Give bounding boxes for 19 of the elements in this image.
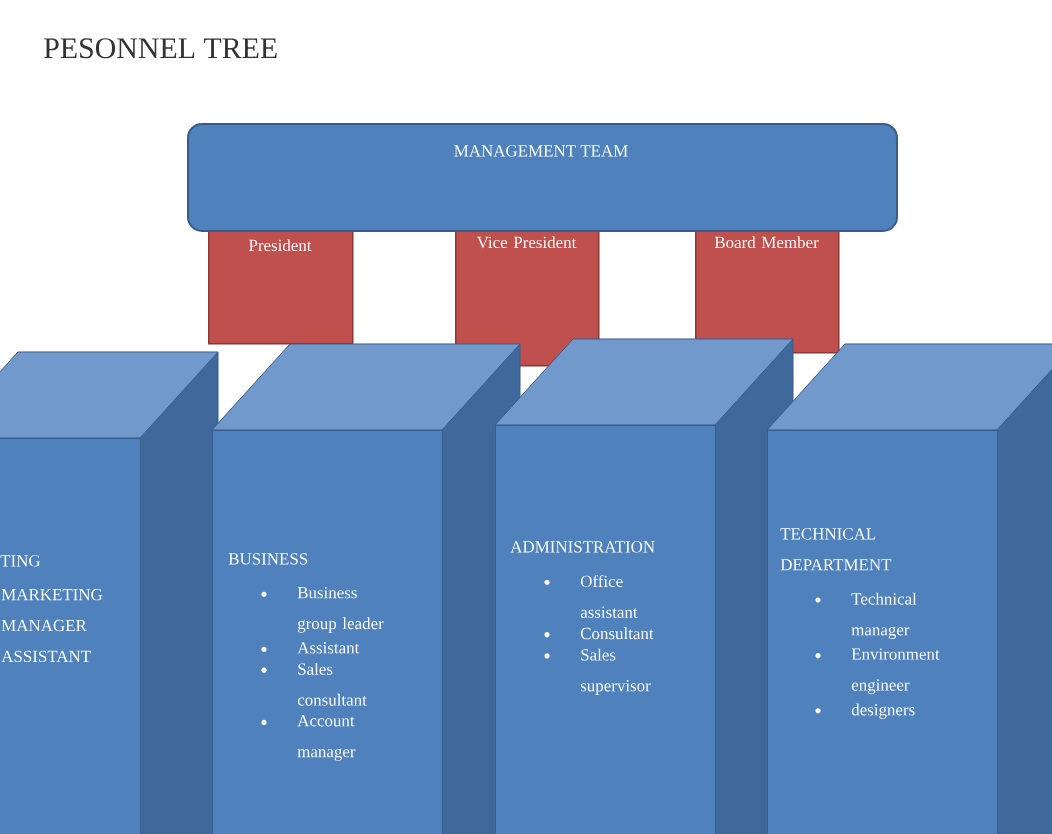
heading: TECHNICAL DEPARTMENT: [780, 528, 892, 571]
list-item: Account manager: [297, 715, 356, 761]
title-bar: MANAGEMENT TEAM: [187, 123, 898, 232]
title-box: President: [208, 225, 354, 345]
heading: TING: [0, 555, 41, 567]
list-item: Sales consultant: [297, 662, 367, 706]
list-item: designers: [851, 703, 915, 719]
list-item: Consultant: [580, 627, 654, 640]
list-item: Assistant: [297, 642, 360, 654]
list-item: Technical manager: [851, 592, 917, 639]
list-item: MARKETING MANAGER ASSISTANT: [1, 588, 103, 663]
heading: ADMINISTRATION: [510, 541, 655, 553]
list-item: Business group leader: [297, 586, 384, 633]
list-item: Sales supervisor: [580, 648, 651, 695]
heading: BUSINESS: [228, 553, 308, 565]
department-block: [766, 343, 1052, 834]
department-block: [0, 351, 219, 834]
list-item: Office assistant: [580, 574, 638, 618]
title: PESONNEL TREE: [44, 38, 277, 59]
